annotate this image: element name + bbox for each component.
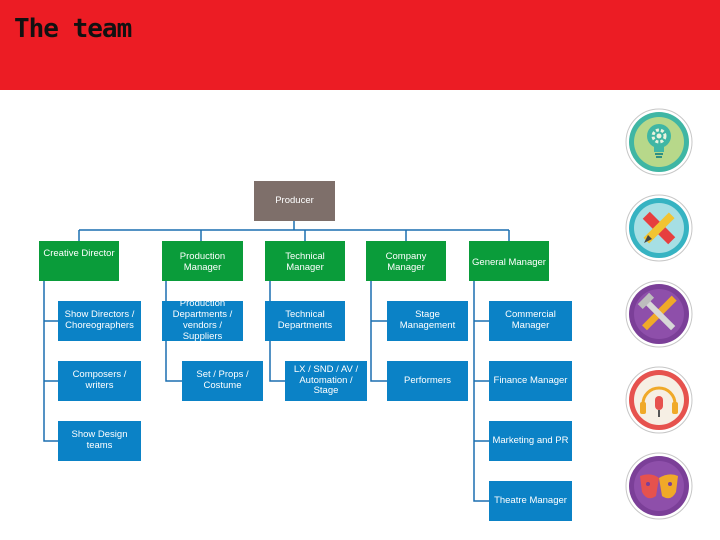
production-manager-box: Production Manager <box>162 241 243 281</box>
wrench-hammer-icon <box>625 280 693 348</box>
headphones-microphone-icon <box>625 366 693 434</box>
general-manager-label: General Manager <box>472 256 546 268</box>
show-design-box: Show Design teams <box>58 421 141 461</box>
marketing-pr-label: Marketing and PR <box>492 434 569 446</box>
theatre-manager-box: Theatre Manager <box>489 481 572 521</box>
title-banner <box>0 0 720 90</box>
composers-box: Composers / writers <box>58 361 141 401</box>
show-directors-box: Show Directors / Choreographers <box>58 301 141 341</box>
theatre-manager-label: Theatre Manager <box>494 494 567 506</box>
creative-director-box: Creative Director <box>39 241 119 281</box>
page-title: The team <box>14 14 132 44</box>
lx-snd-label: LX / SND / AV / Automation / Stage <box>293 363 359 397</box>
commercial-manager-box: Commercial Manager <box>489 301 572 341</box>
show-design-label: Show Design teams <box>71 429 128 451</box>
commercial-manager-label: Commercial Manager <box>505 309 556 331</box>
production-manager-label: Production Manager <box>179 251 226 273</box>
producer-box: Producer <box>254 181 335 221</box>
producer-label: Producer <box>275 194 314 206</box>
performers-label: Performers <box>404 374 451 386</box>
technical-departments-label: Technical Departments <box>277 309 333 331</box>
lx-snd-box: LX / SND / AV / Automation / Stage <box>285 361 367 401</box>
performers-box: Performers <box>387 361 468 401</box>
technical-manager-box: Technical Manager <box>265 241 345 281</box>
finance-manager-label: Finance Manager <box>493 374 568 386</box>
company-manager-label: Company Manager <box>385 251 427 273</box>
theatre-masks-icon <box>625 452 693 520</box>
production-departments-box: Production Departments / vendors / Suppl… <box>162 298 243 342</box>
general-manager-box: General Manager <box>469 241 549 281</box>
lightbulb-gear-icon <box>625 108 693 176</box>
show-directors-label: Show Directors / Choreographers <box>64 309 135 331</box>
stage-management-box: Stage Management <box>387 301 468 341</box>
set-props-box: Set / Props / Costume <box>182 361 263 401</box>
marketing-pr-box: Marketing and PR <box>489 421 572 461</box>
finance-manager-box: Finance Manager <box>489 361 572 401</box>
creative-director-label: Creative Director <box>43 248 115 259</box>
technical-manager-label: Technical Manager <box>285 251 325 273</box>
ruler-pencil-icon <box>625 194 693 262</box>
set-props-label: Set / Props / Costume <box>196 369 249 391</box>
company-manager-box: Company Manager <box>366 241 446 281</box>
stage-management-label: Stage Management <box>399 309 456 331</box>
production-departments-label: Production Departments / vendors / Suppl… <box>172 298 233 342</box>
composers-label: Composers / writers <box>72 369 127 391</box>
technical-departments-box: Technical Departments <box>265 301 345 341</box>
